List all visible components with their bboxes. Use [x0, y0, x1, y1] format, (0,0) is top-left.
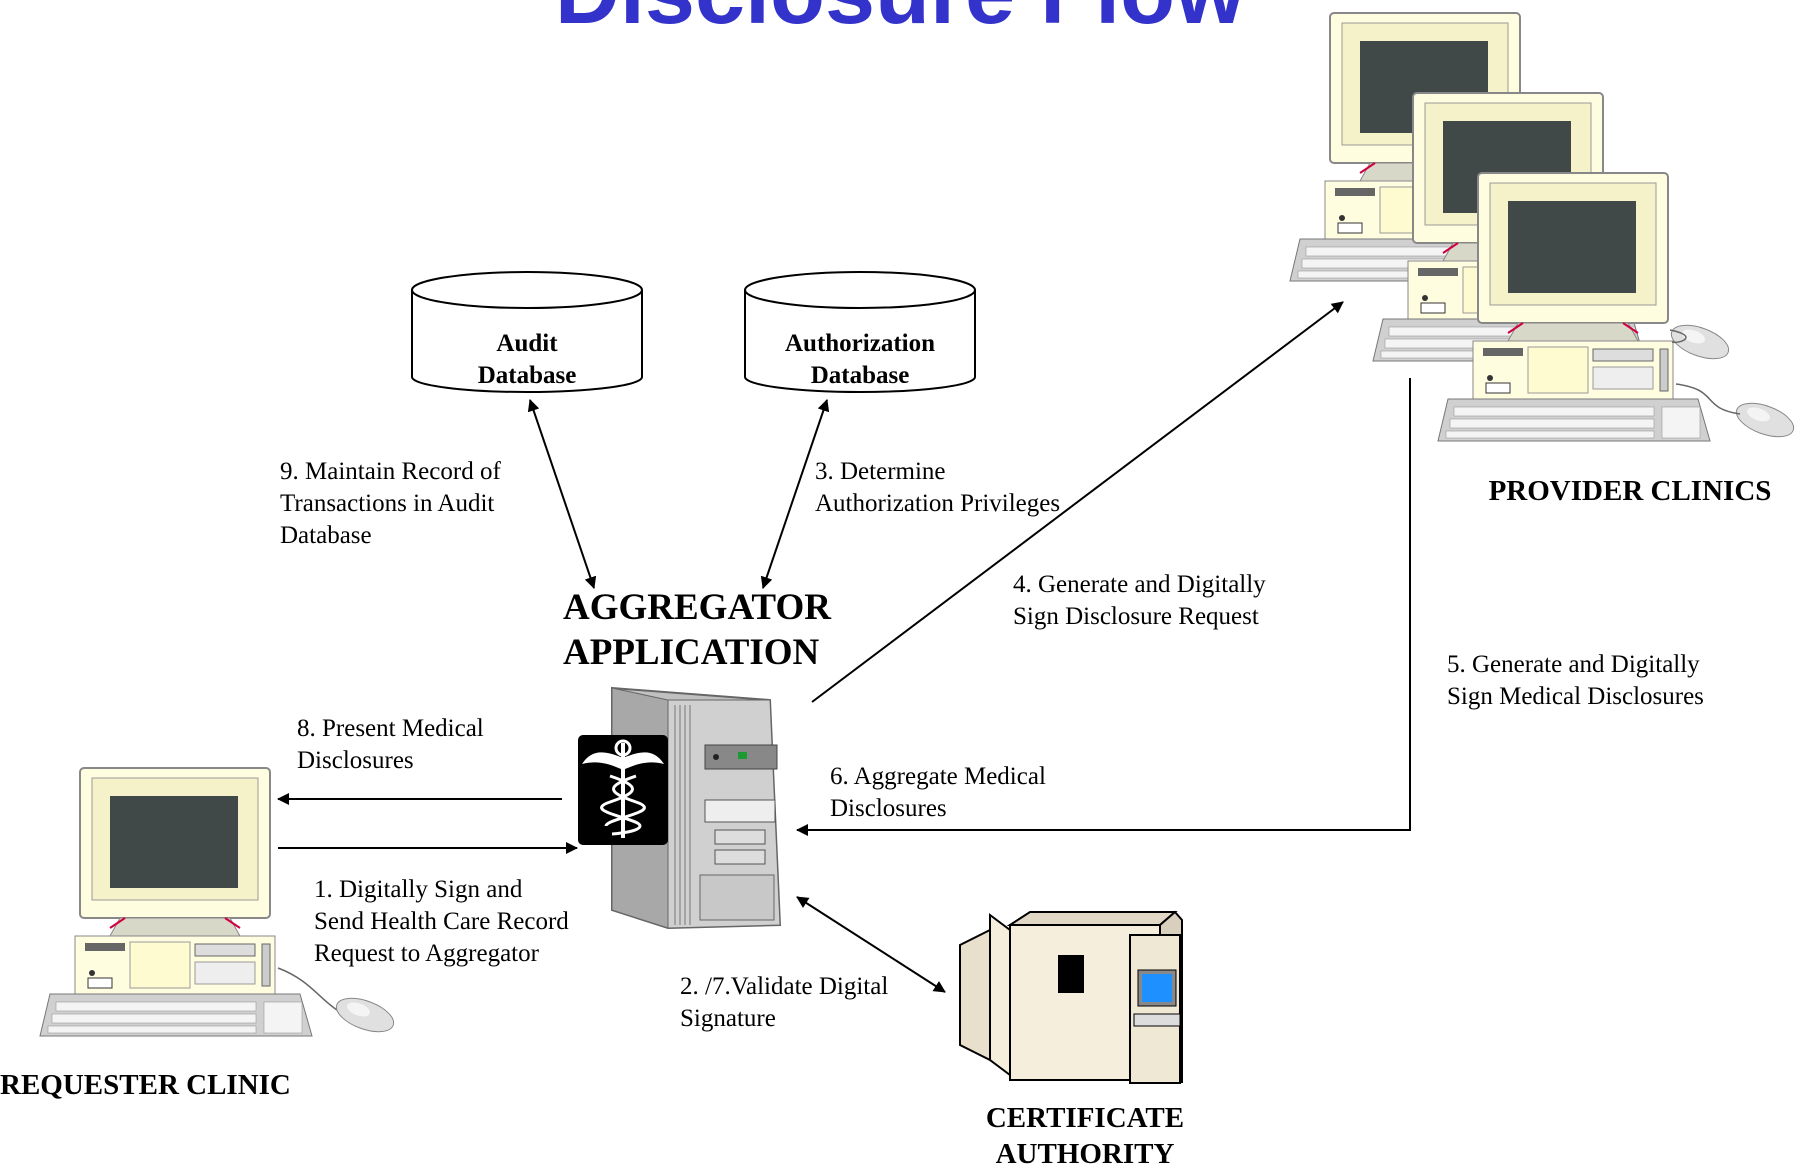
- certificate-authority-label: CERTIFICATE AUTHORITY: [985, 1102, 1185, 1170]
- mainframe-icon: [959, 910, 1183, 1084]
- audit-database-icon: [411, 271, 643, 393]
- step9-label: 9. Maintain Record of Transactions in Au…: [280, 458, 501, 549]
- requester-computer-icon: [39, 767, 313, 1037]
- arrow-step4: [811, 301, 1344, 703]
- provider-clinics-label: PROVIDER CLINICS: [1488, 475, 1772, 507]
- step8-label: 8. Present Medical Disclosures: [297, 715, 484, 774]
- audit-database-label: Audit Database: [477, 330, 577, 389]
- step4-label: 4. Generate and Digitally Sign Disclosur…: [1013, 571, 1266, 630]
- authorization-database-icon: [744, 271, 976, 393]
- authorization-database-label: Authorization Database: [785, 330, 935, 389]
- step1-label: 1. Digitally Sign and Send Health Care R…: [314, 876, 569, 967]
- step3-label: 3. Determine Authorization Privileges: [815, 458, 1061, 517]
- mouse-icon: [331, 991, 399, 1039]
- step2-7-label: 2. /7.Validate Digital Signature: [680, 973, 889, 1032]
- arrow-step9: [527, 399, 597, 589]
- page-title: Disclosure Flow: [0, 0, 1800, 45]
- arrow-step2-7: [796, 896, 946, 993]
- step5-label: 5. Generate and Digitally Sign Medical D…: [1447, 651, 1704, 710]
- provider-computer-icon-3: [1437, 172, 1711, 442]
- arrow-step3: [760, 399, 830, 589]
- step6-label: 6. Aggregate Medical Disclosures: [830, 763, 1046, 822]
- aggregator-label: AGGREGATOR APPLICATION: [563, 587, 831, 673]
- caduceus-icon: [578, 735, 668, 845]
- requester-clinic-label: REQUESTER CLINIC: [0, 1069, 291, 1101]
- mouse-icon: [1731, 396, 1799, 444]
- arrow-step6: [796, 378, 1411, 836]
